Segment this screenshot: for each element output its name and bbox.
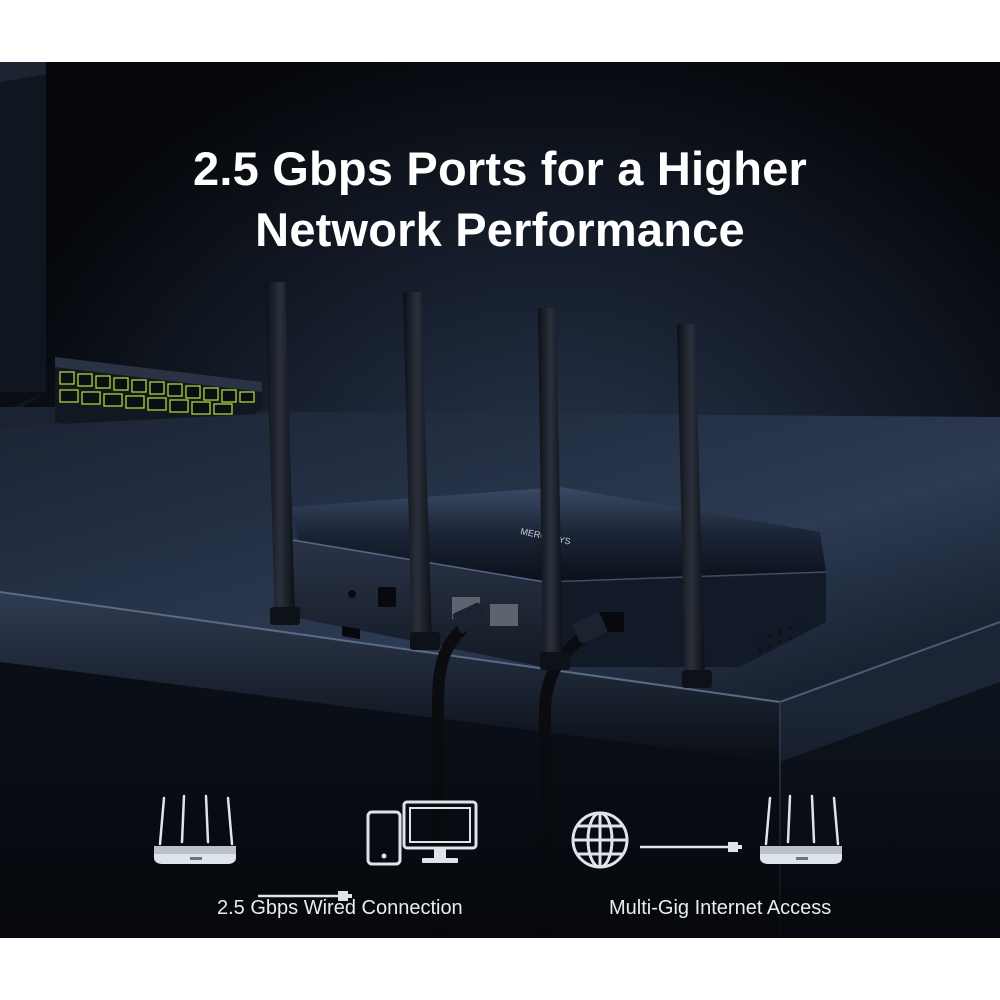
headline: 2.5 Gbps Ports for a Higher Network Perf…: [0, 138, 1000, 260]
router-icon: [154, 794, 236, 864]
feature-caption-wired: 2.5 Gbps Wired Connection: [217, 897, 463, 919]
headline-line-1: 2.5 Gbps Ports for a Higher: [193, 142, 807, 195]
router-antennas: [265, 282, 712, 688]
monitor-icon: [402, 800, 478, 863]
phone-icon: [366, 810, 402, 866]
globe-icon: [571, 811, 629, 869]
feature-caption-internet: Multi-Gig Internet Access: [609, 897, 832, 919]
headline-line-2: Network Performance: [255, 203, 745, 256]
cable-plugs: [452, 602, 608, 644]
banner: MERCUSYS: [0, 62, 1000, 938]
router-icon: [760, 794, 842, 864]
product-scene: MERCUSYS: [0, 62, 1000, 938]
cable-icon: [640, 842, 742, 852]
cable-icon: [258, 891, 352, 901]
